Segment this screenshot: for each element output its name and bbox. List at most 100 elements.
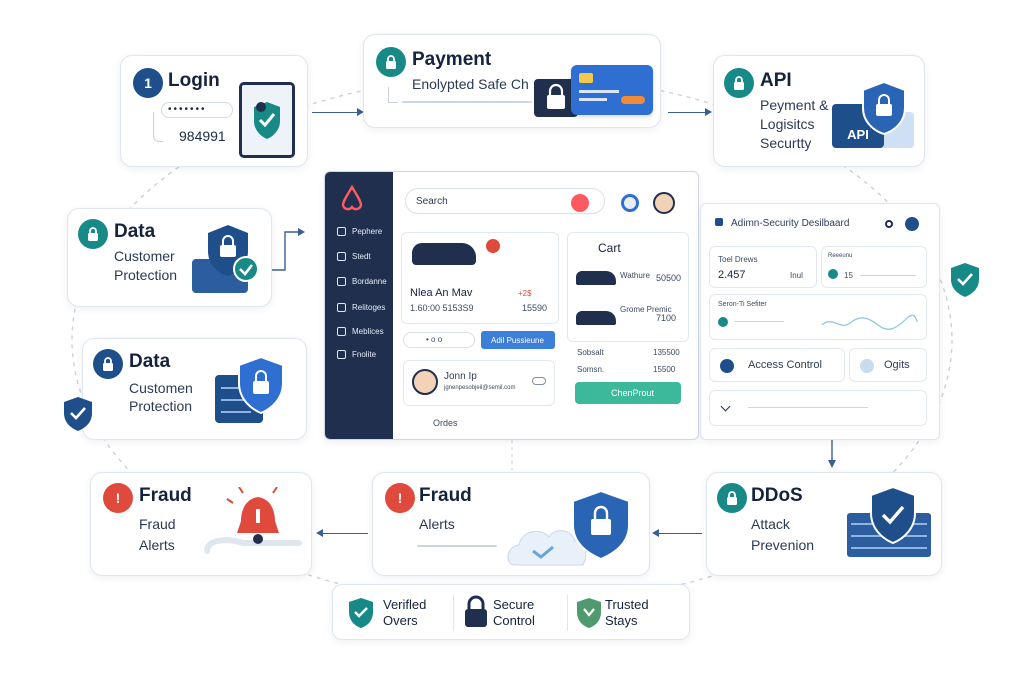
api-line-3: Securtty (760, 135, 812, 151)
shipping-value: 15500 (653, 365, 676, 374)
fraud-line-1a: Fraud (139, 516, 176, 532)
cart-item-image (576, 271, 616, 285)
app-window: Pephere Stedt Bordanne Relitoges Meblice… (324, 171, 699, 440)
data-title-2: Data (129, 351, 171, 372)
fraud-title-2: Fraud (419, 485, 472, 506)
product-card[interactable]: Nlea An Mav 1.60:00 5153S9 +2$ 15590 (401, 232, 559, 324)
trust-badges: Verifled Overs Secure Control Trusted St… (332, 584, 690, 640)
app-logo (341, 184, 363, 211)
stat-total-unit: Inul (790, 271, 803, 280)
sidebar-item-1[interactable]: Pephere (337, 227, 382, 236)
data-line-1b: Protection (114, 267, 178, 283)
profile-icon[interactable] (905, 217, 919, 231)
admin-dashboard: Adimn-Security Desilbaard Toel Drews 2.4… (700, 203, 940, 440)
api-line-2: Logisitcs (760, 116, 815, 132)
user-email: jgnenpesobjeil@semil.com (444, 385, 516, 391)
chevron-down-icon (720, 401, 731, 412)
shield-check-icon (951, 263, 979, 297)
stat-rev-label: Reeeunu (828, 253, 853, 259)
api-card: API Peyment & Logisitcs Securtty API (713, 55, 925, 167)
discount-badge: +2$ (518, 289, 532, 298)
alert-badge: ! (385, 483, 415, 513)
access-control-button[interactable]: Access Control (709, 348, 845, 382)
password-field[interactable]: ••••••• (161, 102, 233, 118)
shield-check-icon (349, 598, 373, 628)
stat-rev-value: 15 (844, 271, 853, 280)
cloud-icon (532, 377, 546, 385)
sidebar-item-5[interactable]: Meblices (337, 327, 384, 336)
fraud-title-1: Fraud (139, 485, 192, 506)
orders-row[interactable]: Ordes (433, 418, 458, 428)
checkout-button[interactable]: ChenProut (575, 382, 681, 404)
shield-leaf-icon (577, 598, 601, 628)
user-avatar[interactable] (653, 192, 675, 214)
server-filter: Seron-Ti Sefiter (709, 294, 927, 340)
cart-panel: Cart Wathure 50500 Grome Premic 7100 (567, 232, 689, 342)
avatar-small[interactable] (621, 194, 639, 212)
add-to-cart-button[interactable]: Adil Pussieune (481, 331, 555, 349)
shield-check-icon (64, 397, 92, 431)
product-price: 1.60:00 5153S9 (410, 303, 474, 313)
stat-total: Toel Drews 2.457 Inul (709, 246, 817, 288)
subtotal-value: 135500 (653, 348, 680, 357)
cart-title: Cart (598, 241, 621, 255)
shield-icon (208, 225, 259, 282)
step-badge: 1 (133, 68, 163, 98)
stat-total-label: Toel Drews (718, 255, 758, 264)
cart-item-2-price: 7100 (656, 313, 677, 323)
lock-icon (376, 47, 406, 77)
user-name: Jonn Ip (444, 371, 477, 382)
subtotal-label: Sobsalt (577, 348, 604, 357)
fraud-card-2: ! Fraud Alerts (372, 472, 650, 576)
data-line-2a: Customen (129, 380, 193, 396)
stat-total-value: 2.457 (718, 269, 746, 281)
sidebar-item-3[interactable]: Bordanne (337, 277, 387, 286)
shield-icon (715, 218, 723, 226)
dashboard-title: Adimn-Security Desilbaard (731, 218, 850, 229)
pager[interactable]: • o o (403, 332, 475, 348)
shipping-label: Somsn. (577, 365, 605, 374)
logs-button[interactable]: Ogits (849, 348, 927, 382)
stat-revenue: Reeeunu 15 (821, 246, 927, 288)
expand-row[interactable] (709, 390, 927, 426)
ddos-line-1: Attack (751, 516, 790, 532)
lock-icon (93, 349, 123, 379)
favorite-icon[interactable] (486, 239, 500, 253)
data-card-2: Data Customen Protection (82, 338, 307, 440)
padlock-icon (534, 79, 578, 117)
cart-item-2-name: Grome Premic (620, 305, 672, 314)
arrow-payment-api (668, 108, 712, 116)
lock-icon (717, 483, 747, 513)
arrow-ddos (652, 529, 702, 537)
alert-badge: ! (103, 483, 133, 513)
notification-icon[interactable] (571, 194, 589, 212)
credit-card-icon (571, 65, 653, 115)
sparkline (821, 314, 919, 330)
arrow-login-payment (312, 108, 364, 116)
fraud-line-2a: Alerts (419, 516, 455, 532)
shield-check-icon (870, 485, 916, 545)
login-title: Login (168, 70, 220, 91)
padlock-icon (465, 595, 487, 627)
payment-card: Payment Enolypted Safe Ch (363, 34, 661, 128)
trust-verified: Verifled Overs (333, 585, 453, 641)
data-title-1: Data (114, 221, 156, 242)
cart-item-image (576, 311, 616, 325)
user-avatar (412, 369, 438, 395)
tablet-icon (239, 82, 295, 158)
arrow-fraud (316, 529, 368, 537)
api-title: API (760, 70, 792, 91)
search-input[interactable]: Search (405, 188, 605, 214)
sidebar-item-4[interactable]: Relitoges (337, 303, 385, 312)
sidebar-item-6[interactable]: Fnolite (337, 350, 376, 359)
shield-icon (238, 355, 284, 415)
alarm-bell-icon (204, 487, 302, 554)
trust-secure: Secure Control (455, 585, 567, 641)
cloud-shield-icon (507, 489, 630, 566)
settings-icon[interactable] (885, 220, 893, 228)
lock-icon (724, 68, 754, 98)
data-card-1: Data Customer Protection (67, 208, 272, 307)
data-line-2b: Protection (129, 398, 193, 414)
sidebar-item-2[interactable]: Stedt (337, 252, 371, 261)
user-card[interactable]: Jonn Ip jgnenpesobjeil@semil.com (403, 360, 555, 406)
